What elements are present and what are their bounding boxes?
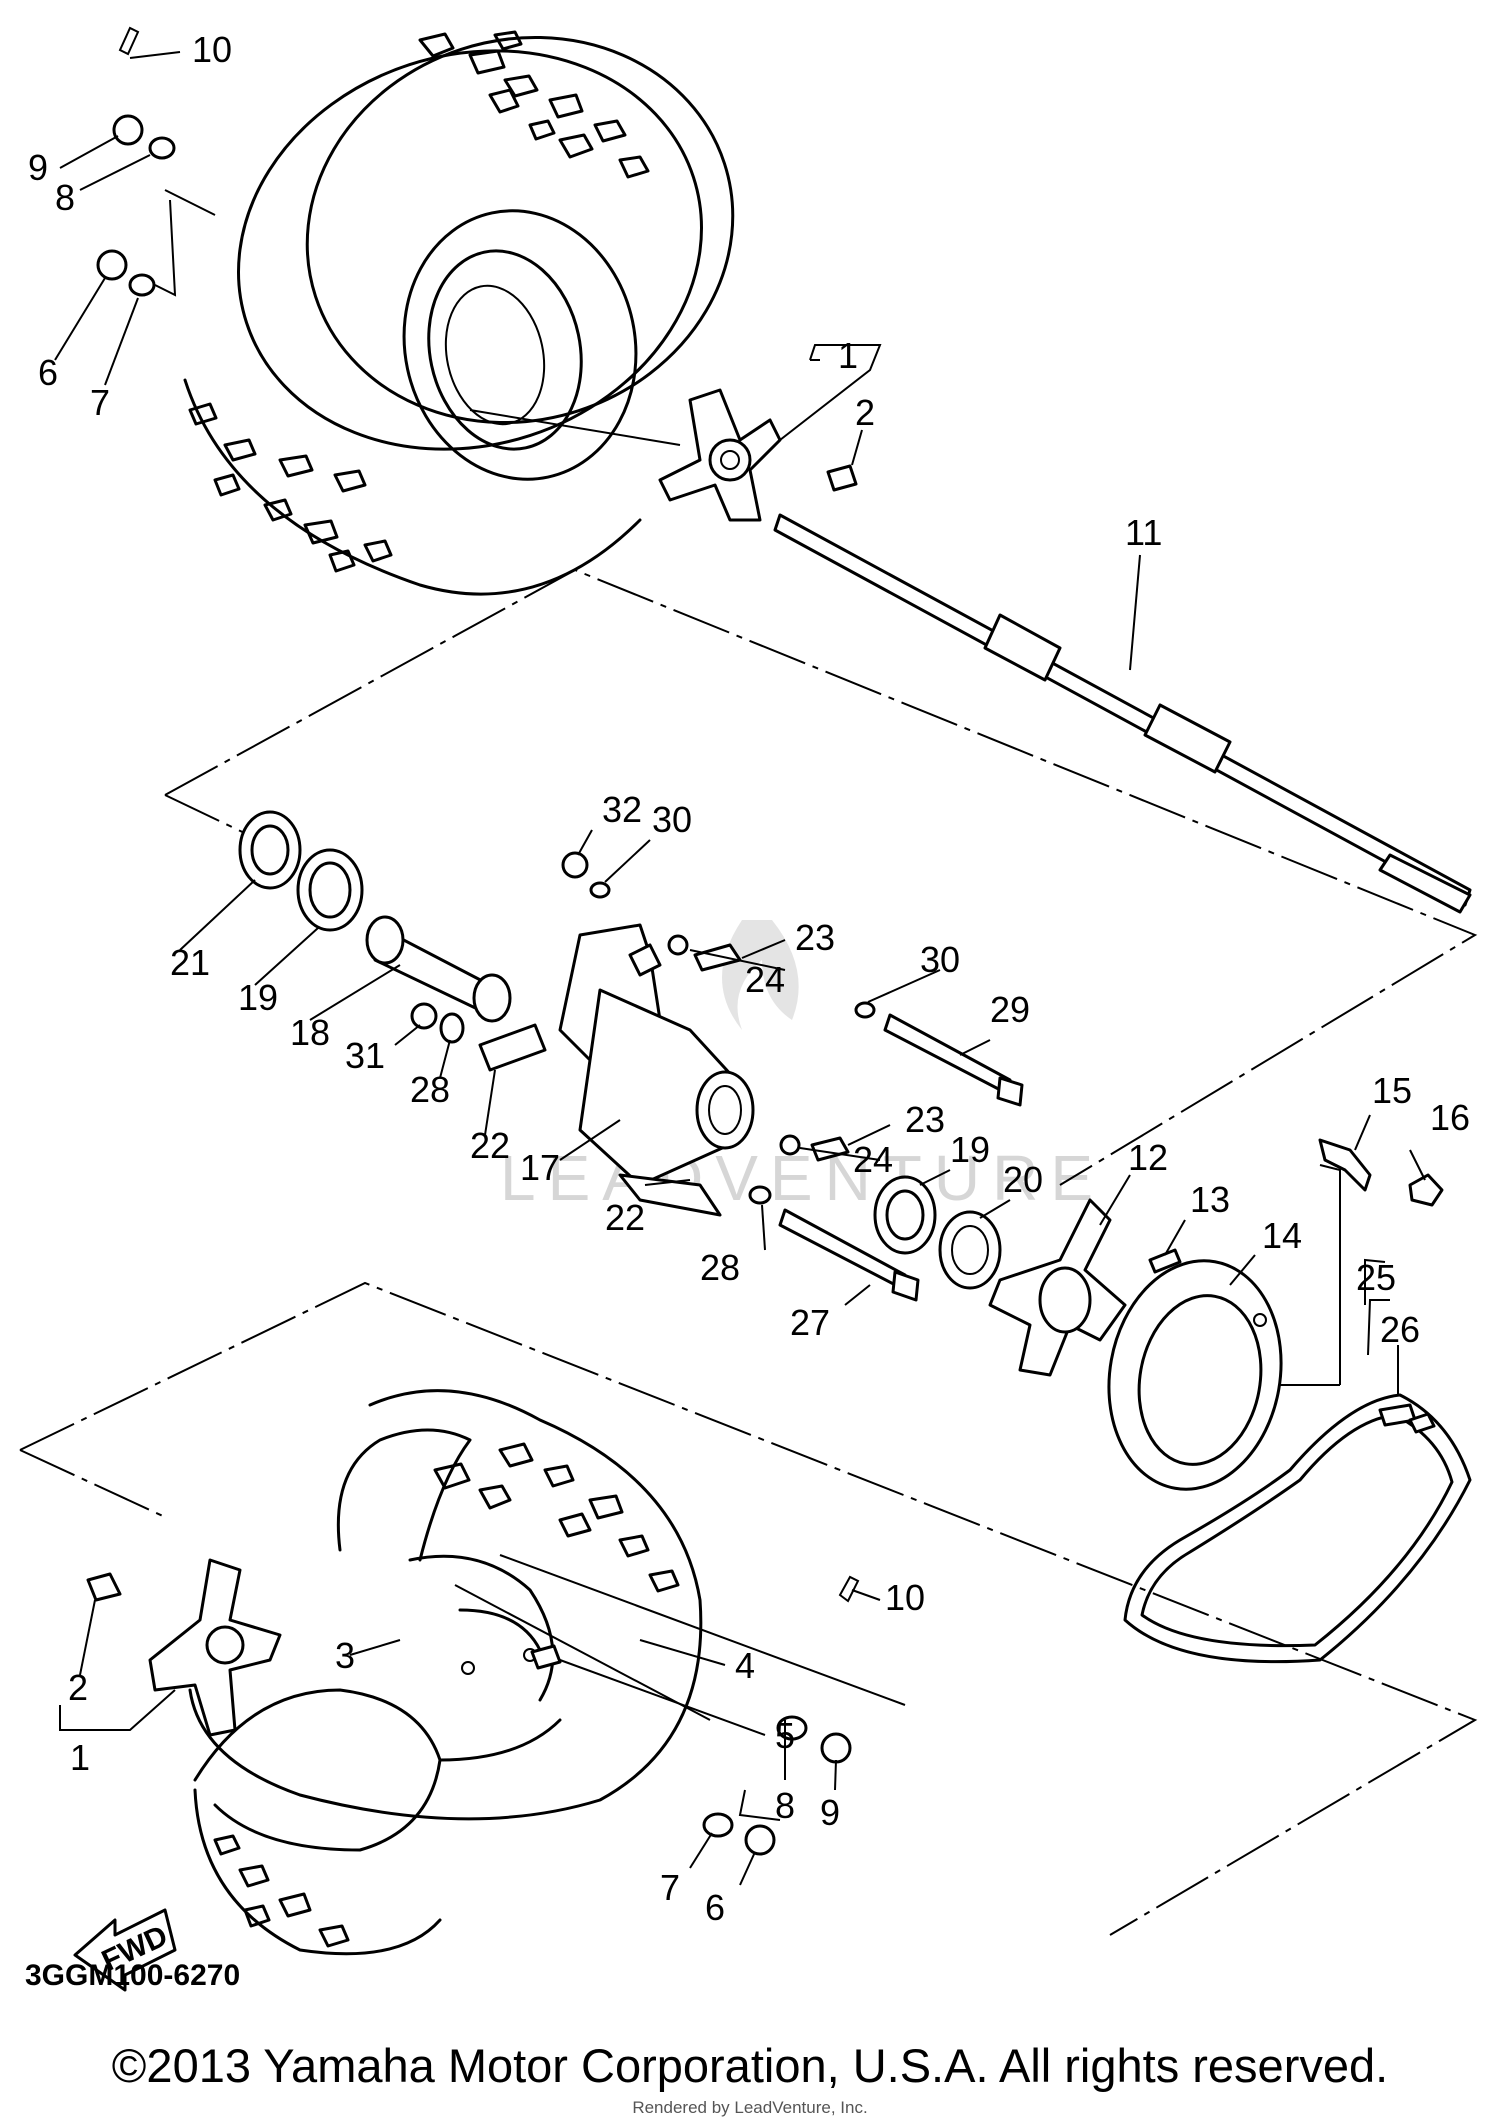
watermark: LEADVENTURE <box>500 920 1105 1214</box>
label-2-top: 2 <box>855 392 875 433</box>
label-29: 29 <box>990 989 1030 1030</box>
label-11: 11 <box>1125 512 1162 553</box>
copyright-notice: ©2013 Yamaha Motor Corporation, U.S.A. A… <box>111 2039 1389 2092</box>
parts-31-28-22-left <box>410 1002 547 1072</box>
label-23-bottom: 23 <box>905 1099 945 1140</box>
bottom-tire <box>188 1389 703 1956</box>
leader-lines <box>54 51 1426 1886</box>
label-30-right: 30 <box>920 939 960 980</box>
label-7-bottom: 7 <box>660 1867 680 1908</box>
top-hub <box>658 388 858 522</box>
sprocket-14 <box>1107 1259 1283 1491</box>
guide-lines <box>19 189 1478 1936</box>
label-24-top: 24 <box>745 959 785 1000</box>
label-4: 4 <box>735 1645 755 1686</box>
parts-15-16 <box>1318 1138 1444 1207</box>
bottom-fasteners <box>530 1575 860 1856</box>
label-9-top: 9 <box>28 147 48 188</box>
top-tire <box>183 30 735 596</box>
label-31: 31 <box>345 1035 385 1076</box>
label-25: 25 <box>1356 1257 1396 1298</box>
label-27: 27 <box>790 1302 830 1343</box>
label-19-left: 19 <box>238 977 278 1018</box>
label-8-top: 8 <box>55 177 75 218</box>
label-5: 5 <box>775 1715 795 1756</box>
label-23-top: 23 <box>795 917 835 958</box>
bearing-21 <box>238 810 302 890</box>
nuts-32-30 <box>561 851 611 899</box>
watermark-text: LEADVENTURE <box>500 1142 1105 1214</box>
label-2-bottom: 2 <box>68 1667 88 1708</box>
label-28-bottom: 28 <box>700 1247 740 1288</box>
label-15: 15 <box>1372 1070 1412 1111</box>
label-19-right: 19 <box>950 1129 990 1170</box>
bolts-23-24 <box>667 934 850 1162</box>
bolt-29 <box>854 1001 1024 1107</box>
bracket-housing-17 <box>558 923 755 1217</box>
label-14: 14 <box>1262 1215 1302 1256</box>
master-link-25-26 <box>1378 1403 1436 1434</box>
label-16: 16 <box>1430 1097 1470 1138</box>
spacer-18 <box>365 915 512 1023</box>
bearing-19-left <box>296 848 364 932</box>
label-22-bottom: 22 <box>605 1197 645 1238</box>
label-30-top: 30 <box>652 799 692 840</box>
label-9-bottom: 9 <box>820 1792 840 1833</box>
label-1-bottom: 1 <box>70 1737 90 1778</box>
bottom-hub <box>86 1558 282 1737</box>
label-18: 18 <box>290 1012 330 1053</box>
top-fasteners <box>96 26 176 297</box>
label-10-bottom: 10 <box>885 1577 925 1618</box>
label-12: 12 <box>1128 1137 1168 1178</box>
sprocket-hub-12 <box>988 1198 1182 1377</box>
label-26: 26 <box>1380 1309 1420 1350</box>
label-10-top: 10 <box>192 29 232 70</box>
label-13: 13 <box>1190 1179 1230 1220</box>
label-8-bottom: 8 <box>775 1785 795 1826</box>
label-6-bottom: 6 <box>705 1887 725 1928</box>
part-labels: 10 9 8 6 7 1 2 11 32 30 21 19 18 31 28 2… <box>28 29 1470 1928</box>
label-22-left: 22 <box>470 1125 510 1166</box>
label-7-top: 7 <box>90 382 110 423</box>
label-1-top: 1 <box>838 335 858 376</box>
label-20: 20 <box>1003 1159 1043 1200</box>
label-21: 21 <box>170 942 210 983</box>
label-17: 17 <box>520 1147 560 1188</box>
fwd-arrow-icon: FWD <box>73 1908 177 1992</box>
rendered-by-notice: Rendered by LeadVenture, Inc. <box>632 2098 868 2117</box>
parts-19-20-28-27 <box>748 1175 1002 1302</box>
diagram-code: 3GGM100-6270 <box>25 1959 240 1992</box>
label-28-left: 28 <box>410 1069 450 1110</box>
axle <box>773 513 1472 914</box>
label-32: 32 <box>602 789 642 830</box>
label-24-bottom: 24 <box>853 1139 893 1180</box>
label-3: 3 <box>335 1635 355 1676</box>
label-6-top: 6 <box>38 352 58 393</box>
